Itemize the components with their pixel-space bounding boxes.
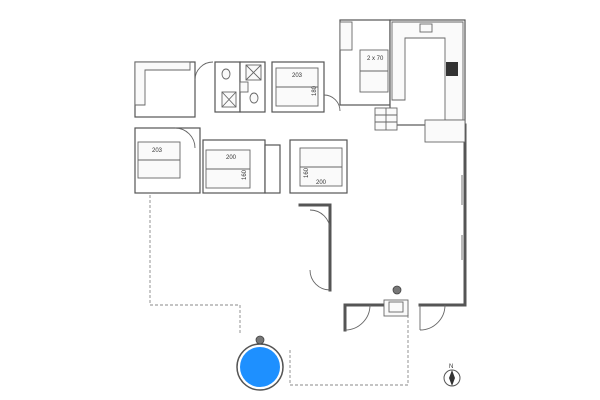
stove-icon — [446, 62, 458, 76]
compass-icon: N — [443, 364, 461, 387]
terrace-outline — [149, 195, 409, 386]
bed-2-size: 200 — [226, 155, 237, 161]
patio-door-swing — [419, 304, 446, 331]
bed-4: 203 180 — [275, 67, 319, 107]
bunk-bed-size: 2 x 70 — [367, 56, 384, 62]
bed-1-size: 203 — [152, 148, 163, 154]
bedroom-1-door-swing — [174, 127, 196, 149]
bed-3-width: 160 — [304, 167, 310, 178]
side-door-swing-2 — [309, 209, 331, 231]
hallway — [264, 144, 281, 194]
bed-4-size: 203 — [292, 73, 303, 79]
bedroom-4-door-swing — [323, 94, 341, 112]
bunk-bed: 2 x 70 — [359, 49, 389, 93]
compass-label: N — [449, 364, 453, 370]
pool — [236, 335, 284, 391]
entrance-counter — [134, 61, 191, 106]
living-door-swing — [344, 304, 371, 331]
bed-3: 200 160 — [299, 147, 343, 187]
bed-2: 200 160 — [205, 149, 251, 189]
pool-water — [240, 347, 280, 387]
living-area-walls — [298, 123, 467, 332]
bunk-room-closet — [339, 21, 353, 51]
steps — [374, 107, 398, 131]
wood-stove — [383, 285, 409, 317]
kitchen-sink-icon — [419, 23, 433, 33]
kitchen-island — [424, 119, 466, 143]
kitchen-counter — [391, 21, 464, 121]
bed-2-width: 160 — [242, 169, 248, 180]
bathroom-fixtures — [221, 64, 262, 108]
side-door-swing — [309, 269, 331, 291]
entrance-door-swing — [194, 61, 214, 81]
bed-1: 203 — [137, 141, 181, 179]
bed-4-width: 180 — [312, 85, 318, 96]
bed-3-size: 200 — [316, 180, 327, 186]
